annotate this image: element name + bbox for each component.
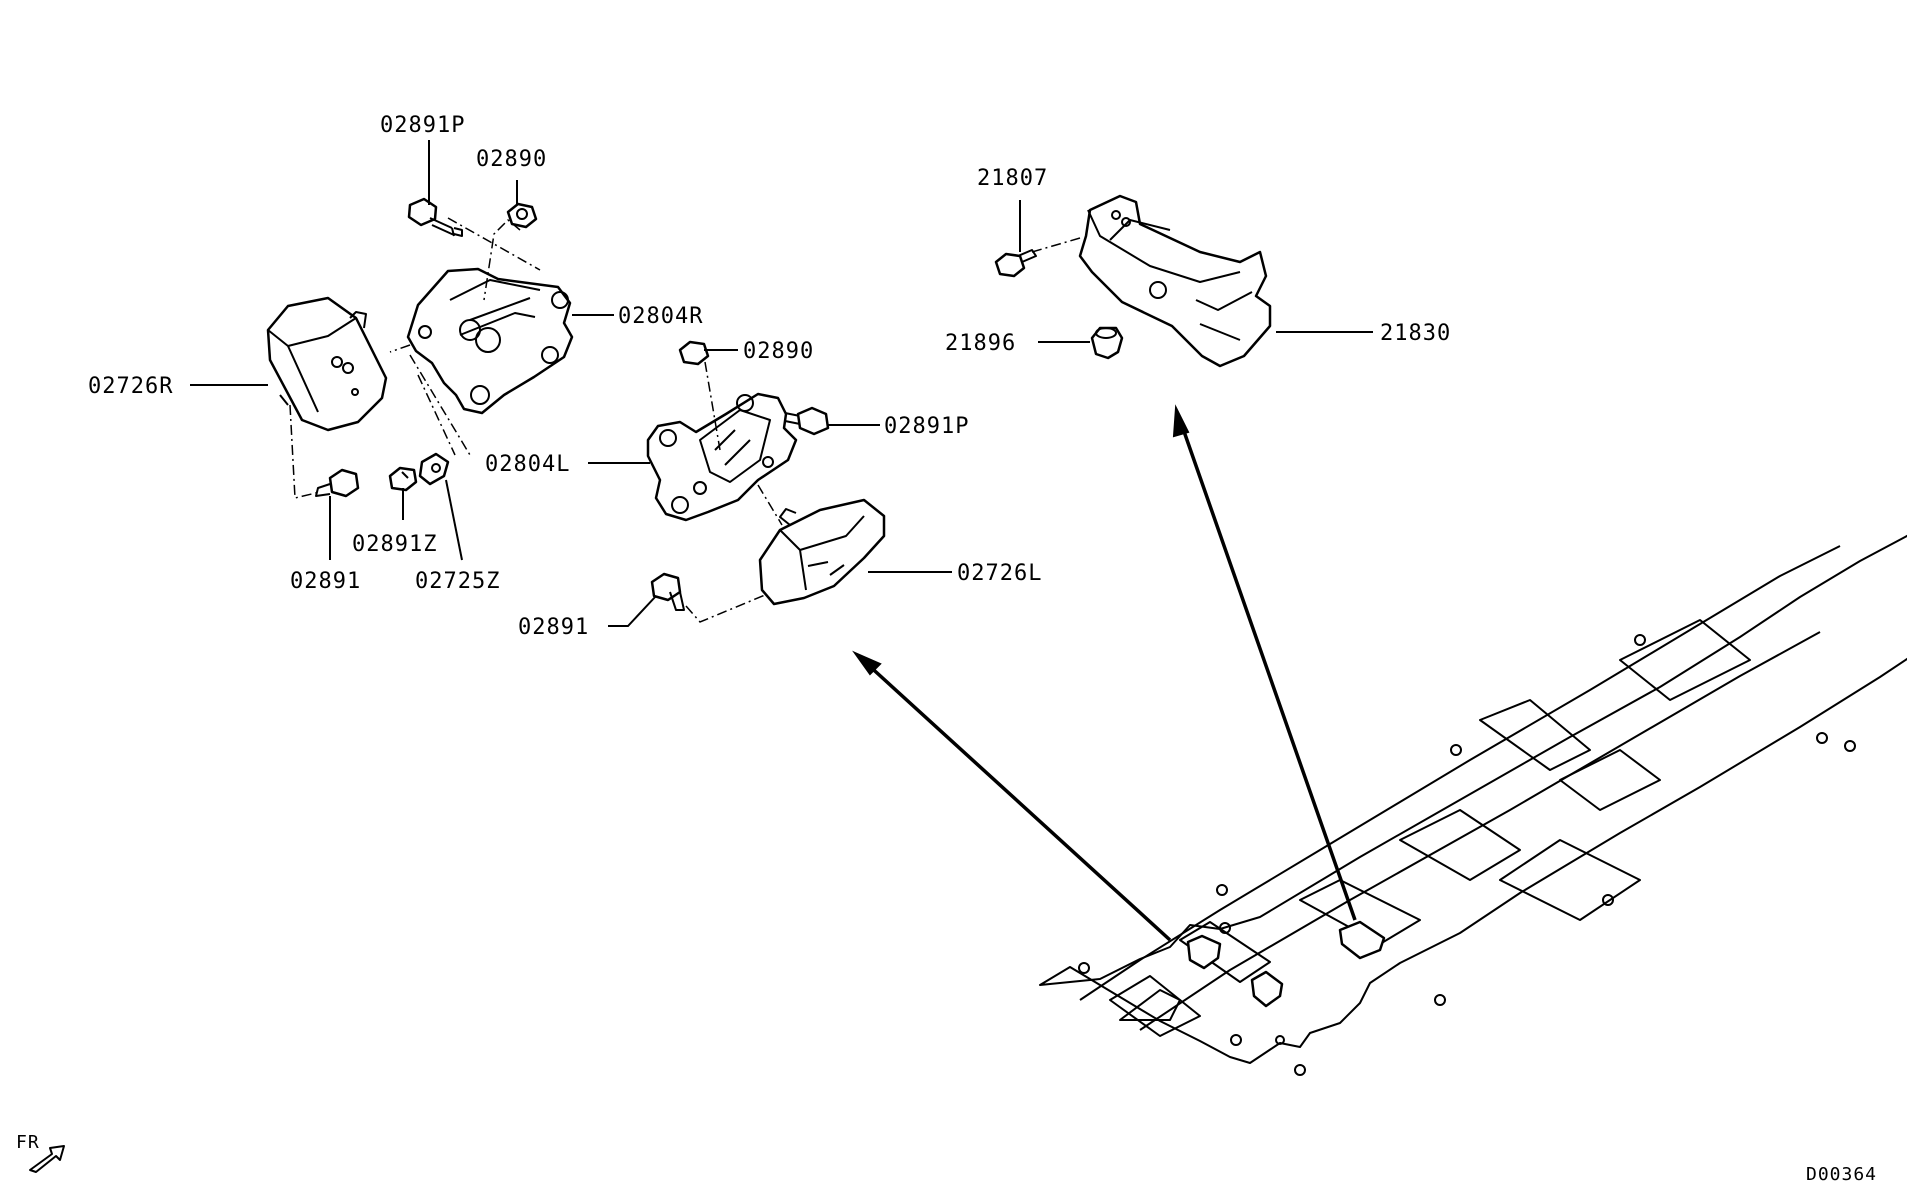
bolt-02891Z	[388, 466, 418, 492]
bracket-02804R	[406, 267, 574, 415]
plate-02725Z	[418, 452, 450, 486]
insulator-02726R	[266, 296, 388, 432]
label-02890-top: 02890	[476, 147, 547, 172]
label-02726R: 02726R	[88, 374, 173, 399]
label-21896: 21896	[945, 331, 1016, 356]
label-02891P-top: 02891P	[380, 113, 465, 138]
label-21807: 21807	[977, 166, 1048, 191]
mini-mount-right	[1186, 934, 1222, 970]
label-02891-mid: 02891	[518, 615, 589, 640]
label-21830: 21830	[1380, 321, 1451, 346]
bracket-02804L	[646, 392, 798, 522]
label-02891-left: 02891	[290, 569, 361, 594]
bolt-02891P-top	[407, 197, 463, 237]
mini-mount-left	[1250, 970, 1284, 1008]
label-02804R: 02804R	[618, 304, 703, 329]
bolt-21807	[994, 249, 1037, 278]
front-direction-arrow-icon	[29, 1145, 65, 1173]
label-02726L: 02726L	[957, 561, 1042, 586]
label-02725Z: 02725Z	[415, 569, 500, 594]
chassis-frame	[1039, 534, 1907, 1076]
nut-02890-top	[506, 202, 538, 229]
direction-label: FR	[16, 1132, 40, 1153]
mini-mount-transmission	[1338, 920, 1386, 960]
bolt-02891-left	[315, 468, 360, 498]
arrow-to-transmission-mount	[1172, 404, 1357, 921]
nut-02890-mid	[678, 340, 710, 366]
insulator-02726L	[758, 498, 886, 606]
label-02890-mid: 02890	[743, 339, 814, 364]
nut-21896	[1090, 326, 1124, 360]
mount-21830	[1078, 194, 1272, 368]
label-02891P-mid: 02891P	[884, 414, 969, 439]
arrow-to-engine-mount	[852, 650, 1172, 942]
bolt-02891-mid	[650, 572, 685, 611]
diagram-code: D00364	[1806, 1164, 1877, 1185]
label-02804L: 02804L	[485, 452, 570, 477]
label-02891Z: 02891Z	[352, 532, 437, 557]
